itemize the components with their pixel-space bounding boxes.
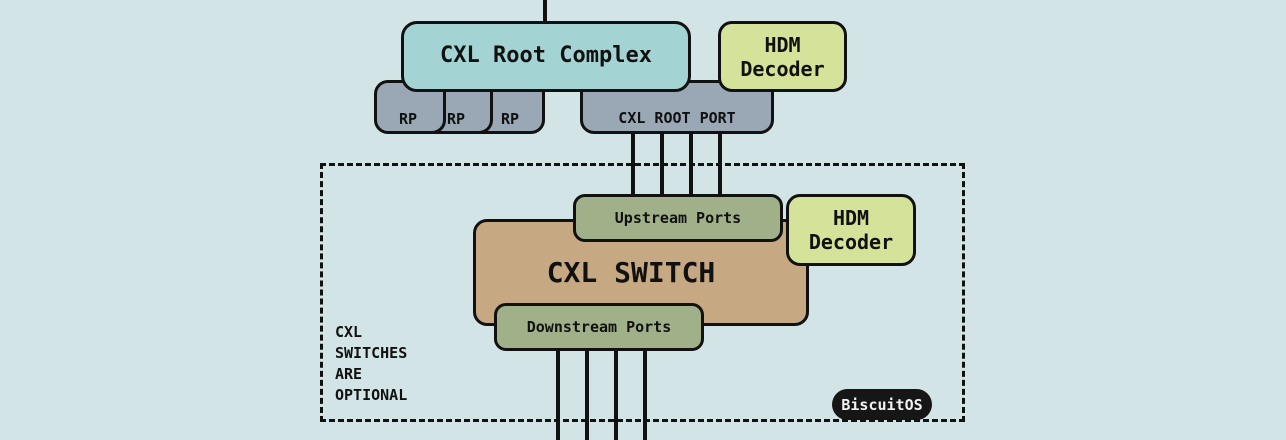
hdm-label-line2: Decoder: [808, 230, 894, 254]
optional-switch-region: [320, 163, 965, 422]
upstream-ports: Upstream Ports: [573, 194, 783, 242]
cxl-root-complex: CXL Root Complex: [401, 21, 691, 92]
note-line: ARE: [335, 365, 363, 383]
upstream-link-2: [660, 132, 664, 198]
biscuitos-label: BiscuitOS: [841, 395, 923, 414]
downstream-ports: Downstream Ports: [494, 303, 704, 351]
hdm-label-line1: HDM: [764, 32, 801, 57]
downstream-link-3: [614, 348, 618, 440]
cxl-root-port-label: CXL ROOT PORT: [618, 109, 736, 127]
downstream-link-2: [585, 348, 589, 440]
upstream-link-4: [718, 132, 722, 198]
downstream-ports-label: Downstream Ports: [526, 318, 672, 336]
root-port-label: RP: [446, 110, 466, 128]
root-port-label: RP: [500, 110, 520, 128]
cxl-root-complex-label: CXL Root Complex: [440, 43, 652, 69]
optional-note: CXL SWITCHES ARE OPTIONAL: [335, 322, 407, 406]
note-line: SWITCHES: [335, 344, 408, 362]
upstream-link-1: [631, 132, 635, 198]
hdm-label-line2: Decoder: [740, 56, 825, 81]
note-line: OPTIONAL: [335, 386, 408, 404]
biscuitos-badge: BiscuitOS: [832, 389, 932, 420]
hdm-label-line1: HDM: [832, 206, 870, 230]
root-hdm-decoder: HDM Decoder: [718, 21, 847, 92]
host-link-line: [543, 0, 547, 24]
root-port-label: RP: [398, 110, 418, 128]
upstream-link-3: [689, 132, 693, 198]
cxl-switch-label: CXL SWITCH: [546, 255, 716, 289]
upstream-ports-label: Upstream Ports: [614, 209, 742, 227]
downstream-link-4: [643, 348, 647, 440]
downstream-link-1: [556, 348, 560, 440]
switch-hdm-decoder: HDM Decoder: [786, 194, 916, 266]
note-line: CXL: [335, 323, 363, 341]
